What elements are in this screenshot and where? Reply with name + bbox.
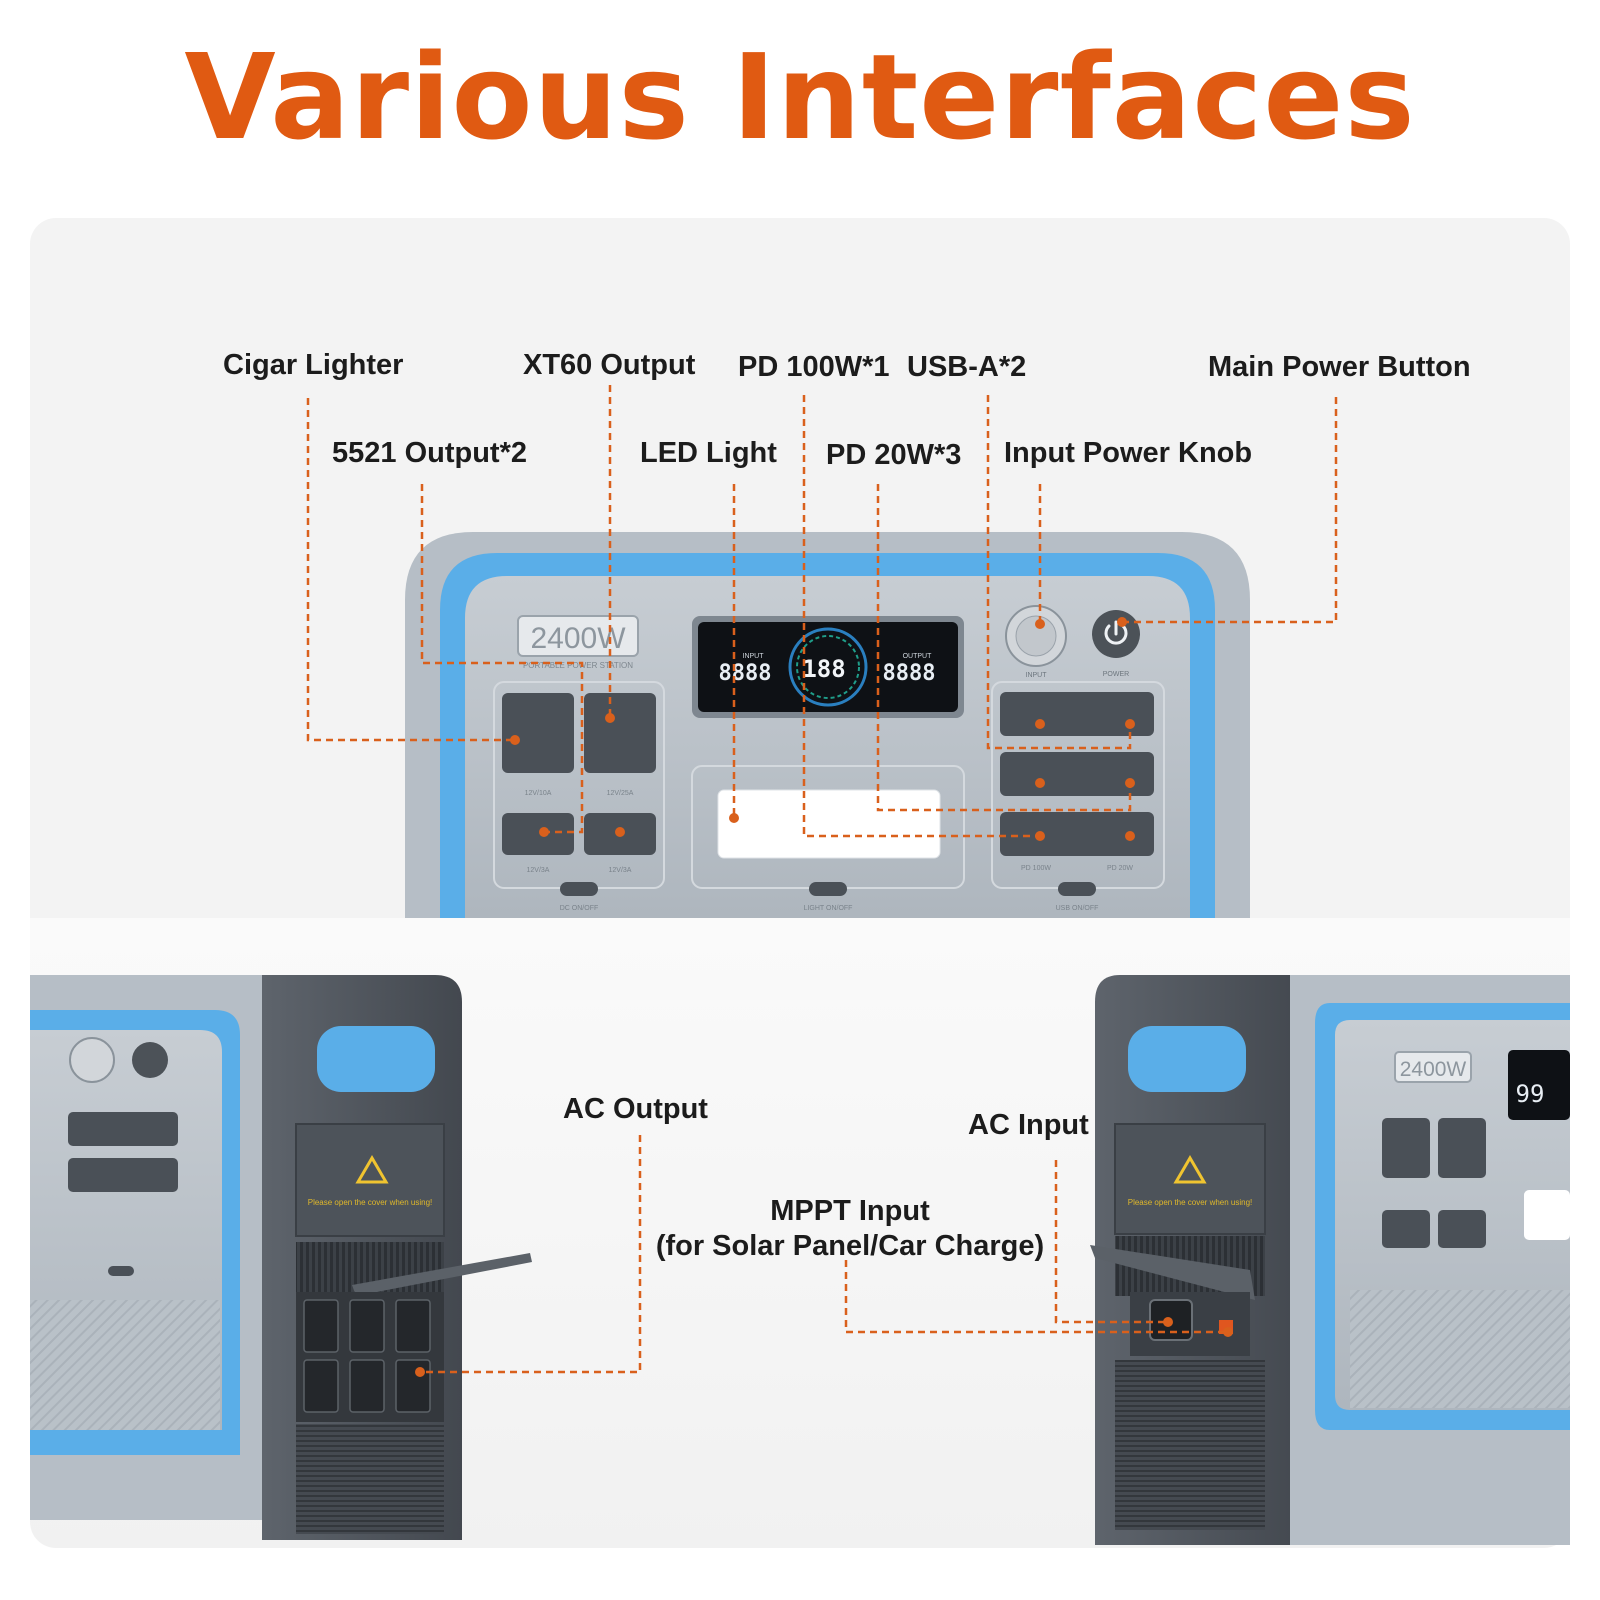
capacity-badge-sub: PORTABLE POWER STATION	[523, 661, 633, 670]
port-pd20w-label: PD 20W	[1107, 865, 1133, 872]
leader-pd20w	[876, 484, 1132, 812]
left-side-device: Please open the cover when using!	[30, 975, 532, 1540]
page-title: Various Interfaces	[184, 28, 1416, 166]
left-open-cover	[352, 1253, 532, 1296]
leader-ac-input	[1054, 1160, 1168, 1324]
leader-ac-output	[420, 1135, 642, 1374]
knob-label: INPUT	[1026, 672, 1048, 679]
cigar-lighter-port[interactable]	[502, 693, 574, 773]
cover-warning-text-right: Please open the cover when using!	[1128, 1198, 1253, 1207]
leader-dots	[415, 617, 1233, 1377]
label-mppt-input: MPPT Input (for Solar Panel/Car Charge)	[640, 1194, 1060, 1264]
right-side-device: Please open the cover when using! 2400W …	[1090, 975, 1570, 1545]
right-capacity-badge: 2400W	[1400, 1058, 1467, 1081]
display-output-value: 8888	[883, 661, 936, 686]
leader-cigar-lighter	[306, 398, 515, 742]
label-input-power-knob: Input Power Knob	[1004, 437, 1253, 469]
leader-lines	[306, 385, 1338, 1374]
ac-outlets[interactable]	[303, 1299, 431, 1413]
right-display-value: 99	[1516, 1080, 1545, 1108]
dc-switch-label: DC ON/OFF	[560, 905, 599, 912]
pd20w-ports[interactable]	[1000, 752, 1154, 796]
label-main-power-button: Main Power Button	[1208, 351, 1471, 383]
port-12v3a-label-2: 12V/3A	[609, 867, 632, 874]
display-center-value: 188	[802, 655, 845, 683]
front-device: 2400W PORTABLE POWER STATION INPUT 8888 …	[405, 532, 1250, 918]
label-ac-output: AC Output	[563, 1093, 708, 1125]
port-12v3a-label-1: 12V/3A	[527, 867, 550, 874]
usb-switch[interactable]	[1058, 882, 1096, 896]
label-cigar-lighter: Cigar Lighter	[223, 349, 404, 381]
left-knob-icon	[69, 1037, 115, 1083]
label-usb-a: USB-A*2	[907, 351, 1027, 383]
cover-warning-text-left: Please open the cover when using!	[308, 1198, 433, 1207]
leader-pd100w	[802, 395, 1040, 838]
label-5521-output: 5521 Output*2	[332, 437, 527, 469]
port-12v10a-label: 12V/10A	[525, 790, 552, 797]
right-open-cover	[1090, 1245, 1255, 1300]
capacity-badge-text: 2400W	[530, 622, 626, 655]
led-light	[717, 789, 941, 859]
label-mppt-input-line1: MPPT Input	[770, 1195, 930, 1227]
display-input-label: INPUT	[743, 653, 765, 660]
light-switch-label: LIGHT ON/OFF	[804, 905, 853, 912]
leader-mppt	[844, 1260, 1228, 1334]
label-xt60-output: XT60 Output	[523, 349, 696, 381]
label-ac-input: AC Input	[968, 1109, 1089, 1141]
leader-power-button	[1122, 397, 1338, 624]
left-handle	[317, 1026, 435, 1092]
power-label: POWER	[1103, 671, 1129, 678]
leader-5521	[420, 484, 584, 834]
light-switch[interactable]	[809, 882, 847, 896]
display-input-value: 8888	[719, 661, 772, 686]
usb-switch-label: USB ON/OFF	[1056, 905, 1099, 912]
capacity-badge	[517, 615, 639, 657]
display-output-label: OUTPUT	[903, 653, 933, 660]
dc-switch[interactable]	[560, 882, 598, 896]
leader-usb-a	[986, 395, 1132, 750]
pd100w-port[interactable]	[1000, 812, 1154, 856]
right-handle	[1128, 1026, 1246, 1092]
port-12v25a-label: 12V/25A	[607, 790, 634, 797]
lcd-display	[698, 622, 958, 712]
label-pd-100w: PD 100W*1	[738, 351, 890, 383]
port-pd100w-label: PD 100W	[1021, 865, 1051, 872]
label-mppt-input-line2: (for Solar Panel/Car Charge)	[655, 1229, 1045, 1262]
warning-icon	[355, 1155, 389, 1184]
warning-icon-right	[1173, 1155, 1207, 1184]
xt60-port[interactable]	[584, 693, 656, 773]
left-power-icon	[132, 1042, 168, 1078]
usb-a-ports[interactable]	[1000, 692, 1154, 736]
label-pd-20w: PD 20W*3	[826, 439, 962, 471]
label-led-light: LED Light	[640, 437, 777, 469]
display-ring	[788, 627, 868, 707]
dc5521-port-1[interactable]	[502, 813, 574, 855]
